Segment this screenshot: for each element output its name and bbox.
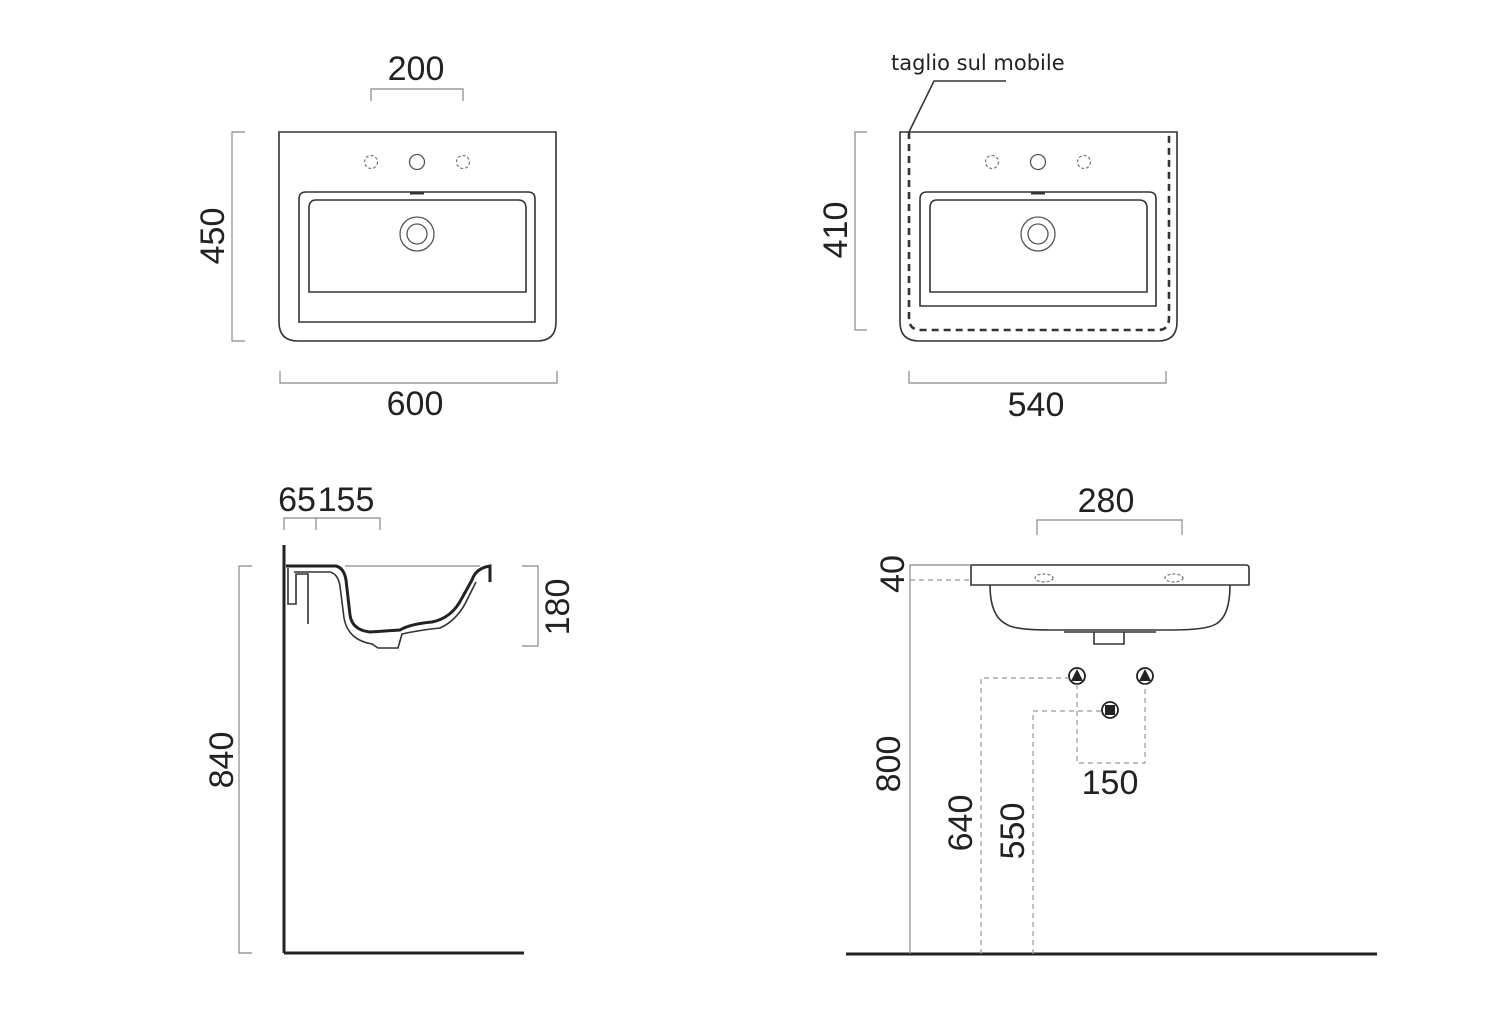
depth-label: 450 <box>194 208 232 265</box>
front-view: 280 40 800 640 550 150 <box>846 482 1377 956</box>
offset-dimension <box>283 517 381 530</box>
cold-supply-icon <box>1136 667 1154 685</box>
depth-dimension <box>854 131 867 331</box>
tap-hole-right-section <box>1164 573 1184 583</box>
tap-hole-left <box>363 154 379 170</box>
depth-dimension <box>231 131 245 342</box>
basin-outline <box>899 131 1178 342</box>
width-label: 540 <box>1008 386 1065 424</box>
bowl-inner <box>308 199 527 293</box>
basin-rim <box>970 564 1250 586</box>
bowl-outer <box>919 191 1157 307</box>
drain-trap <box>1064 631 1156 645</box>
offset-b-label: 155 <box>318 481 375 519</box>
supply-height-label: 640 <box>942 795 980 852</box>
bowl-outer <box>298 191 536 323</box>
tap-hole-center <box>1029 153 1047 171</box>
tap-hole-right <box>455 154 471 170</box>
depth-label: 410 <box>817 202 855 259</box>
cutout-view: taglio sul mobile 410 540 <box>817 51 1178 424</box>
cabinet-cutout <box>907 132 1171 332</box>
drain-outer <box>399 216 435 252</box>
hole-spacing-dimension <box>1036 519 1183 535</box>
rim-label: 40 <box>874 555 912 593</box>
bowl-depth-label: 180 <box>539 579 577 636</box>
offset-a-label: 65 <box>278 481 316 519</box>
waste-height-reference <box>1032 710 1102 954</box>
supply-spacing-dimension <box>1076 684 1146 764</box>
tap-hole-left <box>984 154 1000 170</box>
hot-supply-icon <box>1068 667 1086 685</box>
width-dimension <box>908 371 1167 384</box>
basin-bowl <box>989 584 1231 631</box>
bowl-inner <box>929 199 1148 293</box>
top-height-reference <box>909 564 971 954</box>
width-label: 600 <box>387 385 444 423</box>
bowl-depth-dimension <box>522 565 539 647</box>
cutout-note-label: taglio sul mobile <box>891 51 1065 75</box>
note-leader <box>908 80 1006 133</box>
top-view: 200 450 600 <box>194 50 558 423</box>
drain-inner <box>406 223 428 245</box>
waste-height-label: 550 <box>994 803 1032 860</box>
tap-hole-left-section <box>1034 573 1054 583</box>
drain-outer <box>1020 216 1056 252</box>
height-dimension <box>238 565 252 954</box>
tap-hole-right <box>1076 154 1092 170</box>
basin-outline <box>278 131 557 342</box>
tap-spacing-dimension <box>370 88 464 101</box>
mount-bracket <box>287 568 309 624</box>
hole-spacing-label: 280 <box>1078 482 1135 520</box>
basin-section <box>286 564 492 634</box>
width-dimension <box>279 371 558 384</box>
supply-height-reference <box>980 677 1069 954</box>
supply-spacing-label: 150 <box>1082 764 1139 802</box>
basin-section-inner <box>294 571 477 649</box>
tap-hole-center <box>408 153 426 171</box>
drain-inner <box>1027 223 1049 245</box>
tap-spacing-label: 200 <box>388 50 445 88</box>
top-height-label: 800 <box>870 736 908 793</box>
waste-outlet-icon <box>1101 701 1119 719</box>
height-label: 840 <box>203 732 241 789</box>
side-view: 65 155 180 840 <box>203 481 577 955</box>
